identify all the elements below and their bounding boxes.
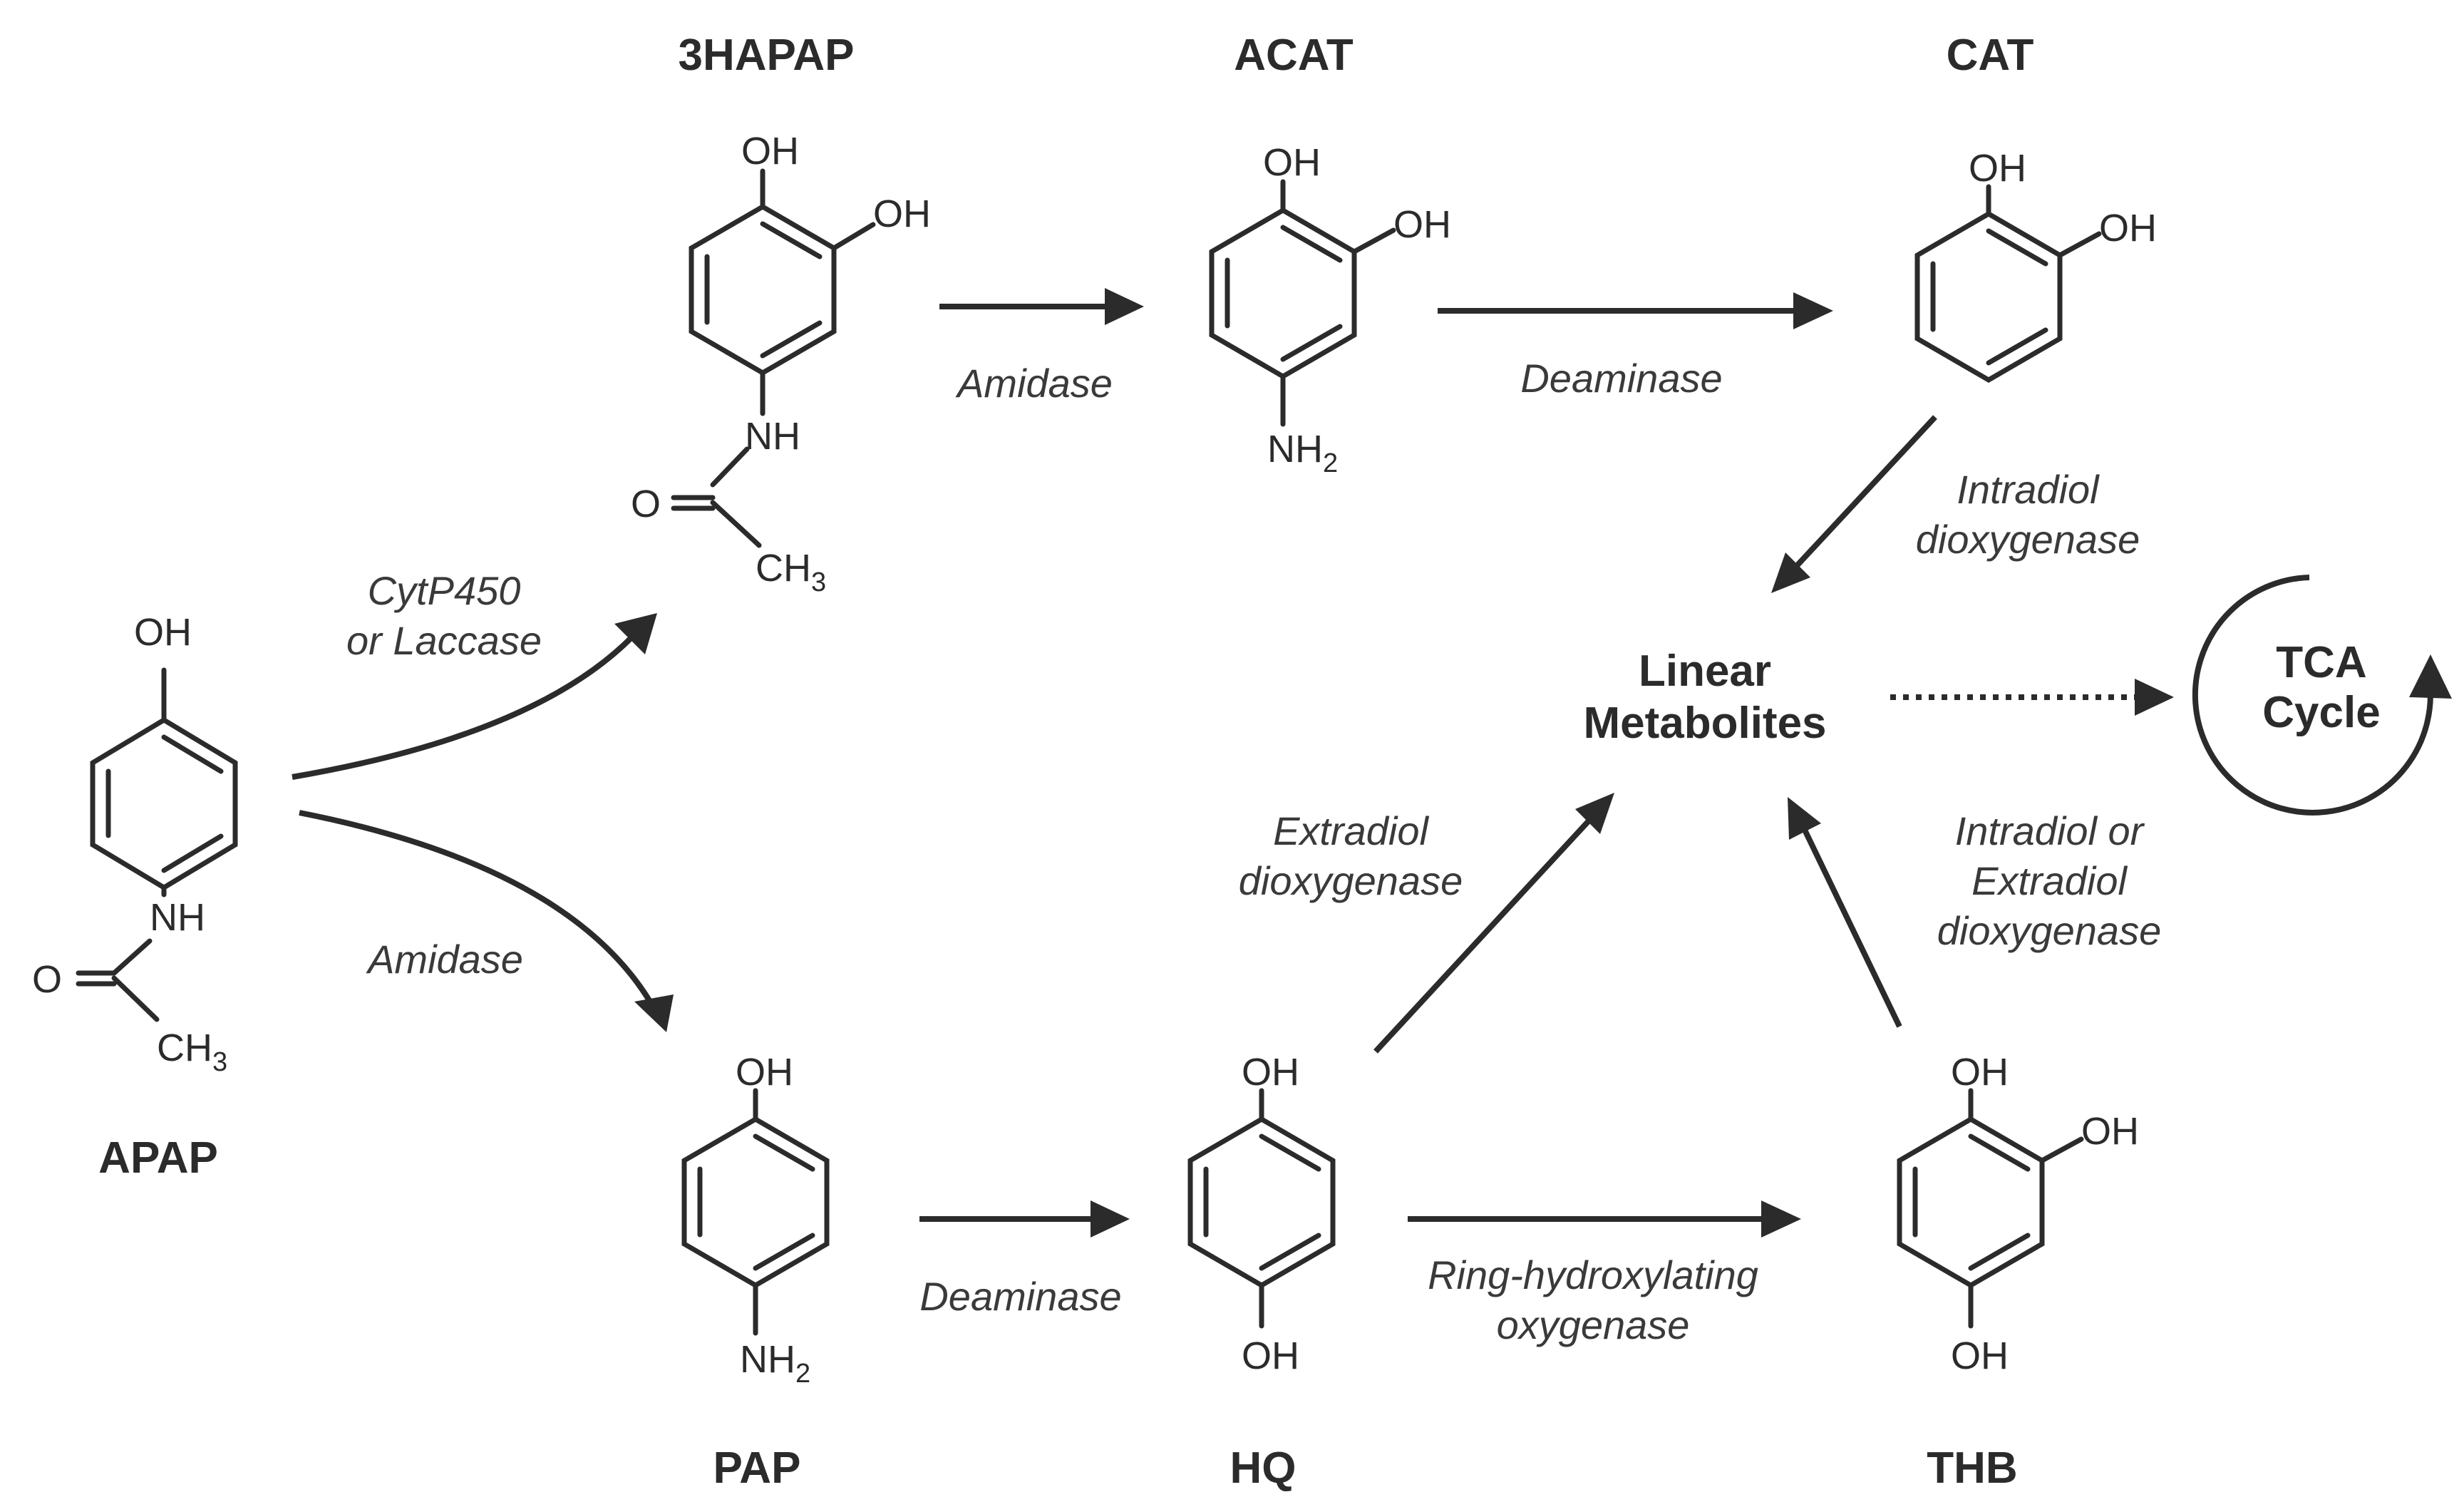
apap-label: APAP bbox=[98, 1133, 218, 1183]
3hapap-structure: OH OH NH O CH3 bbox=[631, 130, 931, 597]
acat-structure: OH OH NH2 bbox=[1209, 141, 1451, 478]
enzyme-extradiol-line2: dioxygenase bbox=[1239, 858, 1463, 903]
pap-structure: OH NH2 bbox=[681, 1051, 830, 1389]
enzyme-ring-line2: oxygenase bbox=[1497, 1302, 1690, 1347]
arrow-3hapap-to-acat bbox=[939, 288, 1144, 325]
arrow-hq-to-thb bbox=[1408, 1200, 1801, 1238]
enzyme-deaminase-acat: Deaminase bbox=[1520, 356, 1722, 401]
thb-oh1-label: OH bbox=[1951, 1051, 2009, 1094]
thb-label: THB bbox=[1927, 1444, 2017, 1493]
apap-nh-label: NH bbox=[150, 896, 205, 939]
enzyme-amidase-apap: Amidase bbox=[366, 937, 523, 982]
enzyme-intra-extra-line1: Intradiol or bbox=[1955, 808, 2145, 853]
enzyme-cytp450-line1: CytP450 bbox=[368, 568, 521, 613]
tca-cycle-line1: TCA bbox=[2276, 638, 2366, 687]
apap-ch3-label: CH3 bbox=[157, 1027, 227, 1077]
arrow-apap-to-3hapap bbox=[292, 613, 657, 780]
arrow-hq-to-linear bbox=[1373, 793, 1614, 1054]
apap-structure: OH NH O CH3 bbox=[32, 611, 238, 1077]
thb-structure: OH OH OH bbox=[1897, 1051, 2139, 1377]
pap-oh-label: OH bbox=[736, 1051, 793, 1094]
3hapap-oh2-label: OH bbox=[873, 192, 931, 235]
enzyme-intradiol-line1: Intradiol bbox=[1957, 467, 2100, 512]
3hapap-ch3-label: CH3 bbox=[756, 547, 826, 597]
cat-structure: OH OH bbox=[1914, 147, 2157, 384]
acat-nh2-label: NH2 bbox=[1267, 428, 1338, 478]
cat-oh1-label: OH bbox=[1969, 147, 2026, 190]
cat-label: CAT bbox=[1947, 31, 2034, 80]
3hapap-nh-label: NH bbox=[745, 415, 800, 458]
hq-label: HQ bbox=[1230, 1444, 1297, 1493]
tca-cycle-icon bbox=[2192, 575, 2452, 816]
cat-oh2-label: OH bbox=[2099, 207, 2157, 250]
enzyme-intradiol-line2: dioxygenase bbox=[1916, 517, 2140, 562]
enzyme-ring-line1: Ring-hydroxylating bbox=[1428, 1253, 1758, 1297]
acat-oh1-label: OH bbox=[1263, 141, 1321, 184]
apap-oh-label: OH bbox=[134, 611, 192, 654]
arrow-pap-to-hq bbox=[919, 1200, 1130, 1238]
acat-oh2-label: OH bbox=[1393, 203, 1451, 246]
arrow-linear-to-tca bbox=[1890, 679, 2174, 716]
enzyme-deaminase-pap: Deaminase bbox=[919, 1274, 1121, 1319]
tca-cycle-line2: Cycle bbox=[2262, 688, 2380, 737]
enzyme-extradiol-line1: Extradiol bbox=[1273, 808, 1429, 853]
enzyme-cytp450-line2: or Laccase bbox=[346, 618, 542, 663]
arrow-cat-to-linear bbox=[1771, 415, 1937, 593]
enzyme-intra-extra-line3: dioxygenase bbox=[1937, 908, 2161, 953]
thb-oh3-label: OH bbox=[1951, 1334, 2009, 1377]
arrow-acat-to-cat bbox=[1438, 292, 1833, 329]
acat-label: ACAT bbox=[1234, 31, 1354, 80]
3hapap-oh1-label: OH bbox=[741, 130, 799, 173]
arrow-apap-to-pap bbox=[299, 810, 674, 1032]
apap-o-label: O bbox=[32, 958, 62, 1001]
linear-metabolites-line2: Metabolites bbox=[1583, 699, 1826, 748]
thb-oh2-label: OH bbox=[2081, 1110, 2139, 1153]
hq-oh1-label: OH bbox=[1242, 1051, 1299, 1094]
pap-nh2-label: NH2 bbox=[740, 1338, 810, 1389]
hq-oh2-label: OH bbox=[1242, 1334, 1299, 1377]
3hapap-o-label: O bbox=[631, 483, 661, 525]
3hapap-label: 3HAPAP bbox=[679, 31, 855, 80]
hq-structure: OH OH bbox=[1187, 1051, 1336, 1377]
enzyme-intra-extra-line2: Extradiol bbox=[1971, 858, 2128, 903]
pap-label: PAP bbox=[713, 1444, 801, 1493]
enzyme-amidase-3hapap: Amidase bbox=[955, 361, 1113, 406]
linear-metabolites-line1: Linear bbox=[1639, 647, 1771, 696]
arrow-thb-to-linear bbox=[1788, 797, 1902, 1028]
